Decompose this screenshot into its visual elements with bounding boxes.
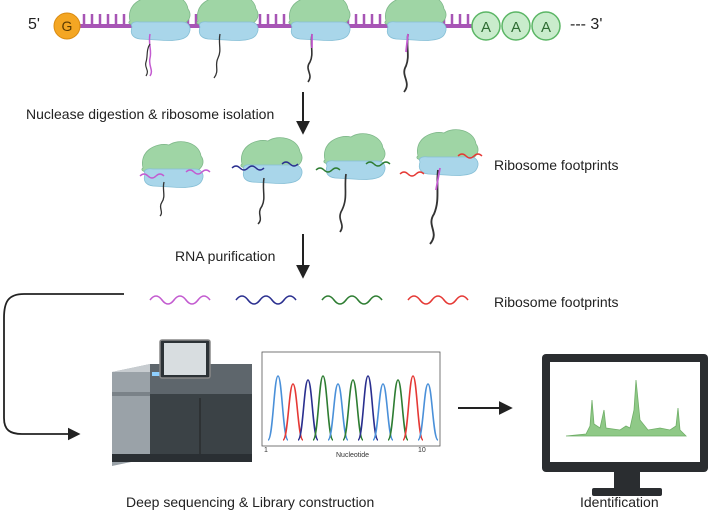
- identification-spectrum: [565, 379, 687, 437]
- footprint-3: [321, 295, 383, 305]
- sequencer-machine: [112, 339, 252, 466]
- isolated-ribosome-4: [399, 129, 483, 245]
- step-purification-label: RNA purification: [175, 248, 276, 264]
- chromatogram-peak: [387, 379, 409, 441]
- step-identification-label: Identification: [580, 494, 659, 510]
- chromatogram-tick-start: 1: [264, 447, 268, 454]
- isolated-ribosome-3: [315, 133, 391, 233]
- footprints-label-2: Ribosome footprints: [494, 294, 619, 310]
- chromatogram-peak: [417, 383, 439, 441]
- chromatogram-peak: [327, 383, 349, 441]
- footprint-4: [407, 295, 469, 305]
- poly-a-tail: A A A: [471, 11, 561, 41]
- isolated-ribosome-1: [139, 141, 211, 217]
- footprints-label-1: Ribosome footprints: [494, 157, 619, 173]
- chromatogram: [261, 351, 441, 447]
- poly-a-label-1: A: [481, 19, 491, 36]
- chromatogram-peak: [282, 383, 304, 441]
- chromatogram-peak: [402, 375, 424, 441]
- poly-a-label-3: A: [541, 19, 551, 36]
- chromatogram-peak: [342, 379, 364, 441]
- chromatogram-peak: [297, 379, 319, 441]
- cap-label: G: [62, 18, 73, 34]
- three-prime-label: --- 3': [570, 16, 603, 33]
- ribosome-2: [196, 0, 259, 79]
- footprint-1: [149, 295, 211, 305]
- chromatogram-peak: [312, 375, 334, 441]
- footprint-2: [235, 295, 297, 305]
- five-prime-cap: G: [53, 12, 81, 40]
- chromatogram-tick-end: 10: [418, 447, 426, 454]
- step-sequencing-label: Deep sequencing & Library construction: [126, 494, 375, 510]
- step-digestion-label: Nuclease digestion & ribosome isolation: [26, 106, 275, 122]
- arrow-to-sequencer: [3, 293, 124, 441]
- chromatogram-peak: [267, 375, 289, 441]
- chromatogram-xlabel: Nucleotide: [336, 452, 370, 459]
- monitor: [542, 354, 708, 496]
- isolated-ribosome-2: [231, 137, 303, 225]
- chromatogram-peak: [357, 375, 379, 441]
- ribosome-1: [128, 0, 191, 77]
- chromatogram-peak: [372, 383, 394, 441]
- five-prime-label: 5': [28, 16, 40, 33]
- ribosome-4: [384, 0, 447, 93]
- poly-a-label-2: A: [511, 19, 521, 36]
- ribosome-3: [288, 0, 351, 83]
